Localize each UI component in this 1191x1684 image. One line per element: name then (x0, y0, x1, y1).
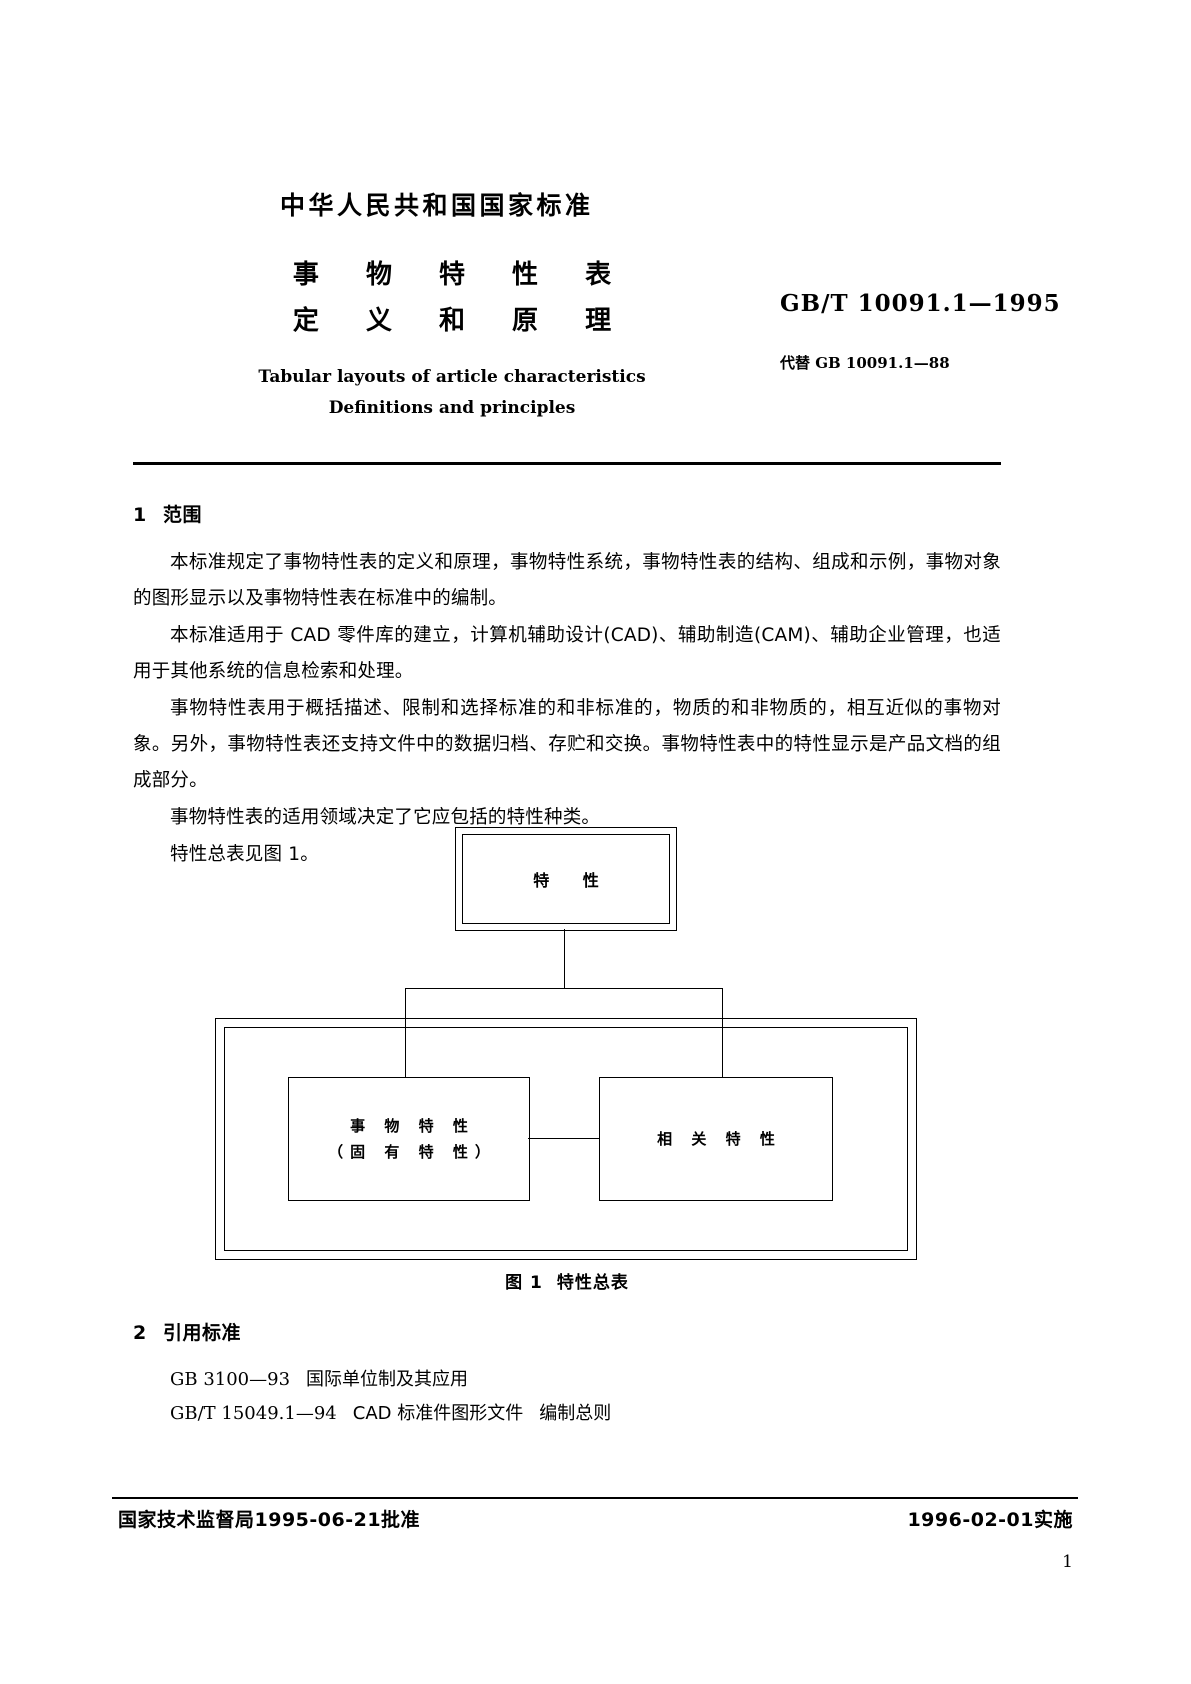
figure-connector-drop-left (405, 988, 406, 1078)
standard-replaces-note: 代替 GB 10091.1—88 (780, 354, 950, 372)
reference-code: GB/T 15049.1—94 (170, 1403, 337, 1424)
reference-item: GB 3100—93 国际单位制及其应用 (133, 1363, 1001, 1397)
national-standard-title: 中华人民共和国国家标准 (280, 191, 594, 220)
section-1-paragraph-3: 事物特性表用于概括描述、限制和选择标准的和非标准的，物质的和非物质的，相互近似的… (133, 698, 1001, 791)
figure-1-caption-number: 图 1 (505, 1273, 543, 1293)
header-divider-rule (133, 462, 1001, 465)
reference-item: GB/T 15049.1—94 CAD 标准件图形文件编制总则 (133, 1397, 1001, 1431)
section-2-number: 2 (133, 1322, 147, 1344)
figure-node-article-characteristics-label: 事 物 特 性 （固 有 特 性） (321, 1113, 497, 1165)
reference-title: 国际单位制及其应用 (306, 1369, 469, 1390)
section-1-paragraph-4: 事物特性表的适用领域决定了它应包括的特性种类。 (170, 807, 601, 828)
footer-approval-text: 国家技术监督局1995-06-21批准 (118, 1509, 421, 1531)
section-1-scope: 1 范围 本标准规定了事物特性表的定义和原理，事物特性系统，事物特性表的结构、组成… (133, 500, 1001, 874)
cover-header: 中华人民共和国国家标准 事 物 特 性 表 定 义 和 原 理 Tabular … (132, 160, 1059, 440)
figure-node-characteristics-outer: 特 性 (455, 827, 677, 931)
figure-node-characteristics-label: 特 性 (533, 871, 613, 890)
footer-divider-rule (112, 1497, 1078, 1499)
figure-node-characteristics: 特 性 (462, 834, 670, 924)
section-1-paragraph-1: 本标准规定了事物特性表的定义和原理，事物特性系统，事物特性表的结构、组成和示例，… (133, 552, 1001, 609)
section-1-paragraph-2: 本标准适用于 CAD 零件库的建立，计算机辅助设计(CAD)、辅助制造(CAM)… (133, 625, 1001, 682)
figure-1-caption: 图 1 特性总表 (133, 1268, 1001, 1293)
document-title-line-1: 事 物 特 性 表 (292, 260, 631, 290)
section-2-normative-references: 2 引用标准 GB 3100—93 国际单位制及其应用 GB/T 15049.1—9… (133, 1318, 1001, 1431)
standard-number: GB/T 10091.1—1995 (780, 290, 1061, 317)
reference-title-extra: 编制总则 (539, 1403, 612, 1424)
figure-1-caption-text: 特性总表 (556, 1273, 629, 1293)
section-1-heading: 1 范围 (133, 500, 1001, 527)
english-title-line-2: Definitions and principles (328, 398, 576, 418)
english-title-line-1: Tabular layouts of article characteristi… (258, 367, 646, 387)
footer-implementation-text: 1996-02-01实施 (907, 1509, 1073, 1531)
figure-node-article-characteristics-line-1: 事 物 特 性 (350, 1117, 475, 1135)
reference-code: GB 3100—93 (170, 1369, 291, 1390)
reference-title: CAD 标准件图形文件 (352, 1403, 524, 1424)
reference-list: GB 3100—93 国际单位制及其应用 GB/T 15049.1—94 CAD 标… (133, 1363, 1001, 1431)
figure-node-related-characteristics: 相 关 特 性 (599, 1077, 833, 1201)
section-1-number: 1 (133, 504, 147, 526)
section-1-paragraph-5: 特性总表见图 1。 (170, 844, 319, 865)
figure-group-container-inner (224, 1027, 908, 1251)
figure-node-related-characteristics-label: 相 关 特 性 (657, 1130, 782, 1148)
document-title: 事 物 特 性 表 定 义 和 原 理 (192, 252, 712, 344)
figure-connector-bus (405, 988, 723, 989)
figure-group-container-outer (215, 1018, 917, 1260)
section-2-heading: 2 引用标准 (133, 1318, 1001, 1345)
english-title: Tabular layouts of article characteristi… (192, 362, 712, 424)
section-2-title: 引用标准 (163, 1322, 242, 1344)
page-number: 1 (1062, 1552, 1073, 1572)
document-title-line-2: 定 义 和 原 理 (292, 306, 631, 336)
figure-connector-stem (564, 929, 565, 989)
figure-node-article-characteristics: 事 物 特 性 （固 有 特 性） (288, 1077, 530, 1201)
figure-1: 特 性 事 物 特 性 （固 有 特 性） 相 关 特 性 图 1 特性总表 (133, 820, 1001, 1300)
figure-connector-drop-right (722, 988, 723, 1078)
figure-connector-leaf-link (528, 1138, 599, 1139)
figure-node-article-characteristics-line-2: （固 有 特 性） (328, 1143, 497, 1161)
section-1-title: 范围 (163, 504, 203, 526)
